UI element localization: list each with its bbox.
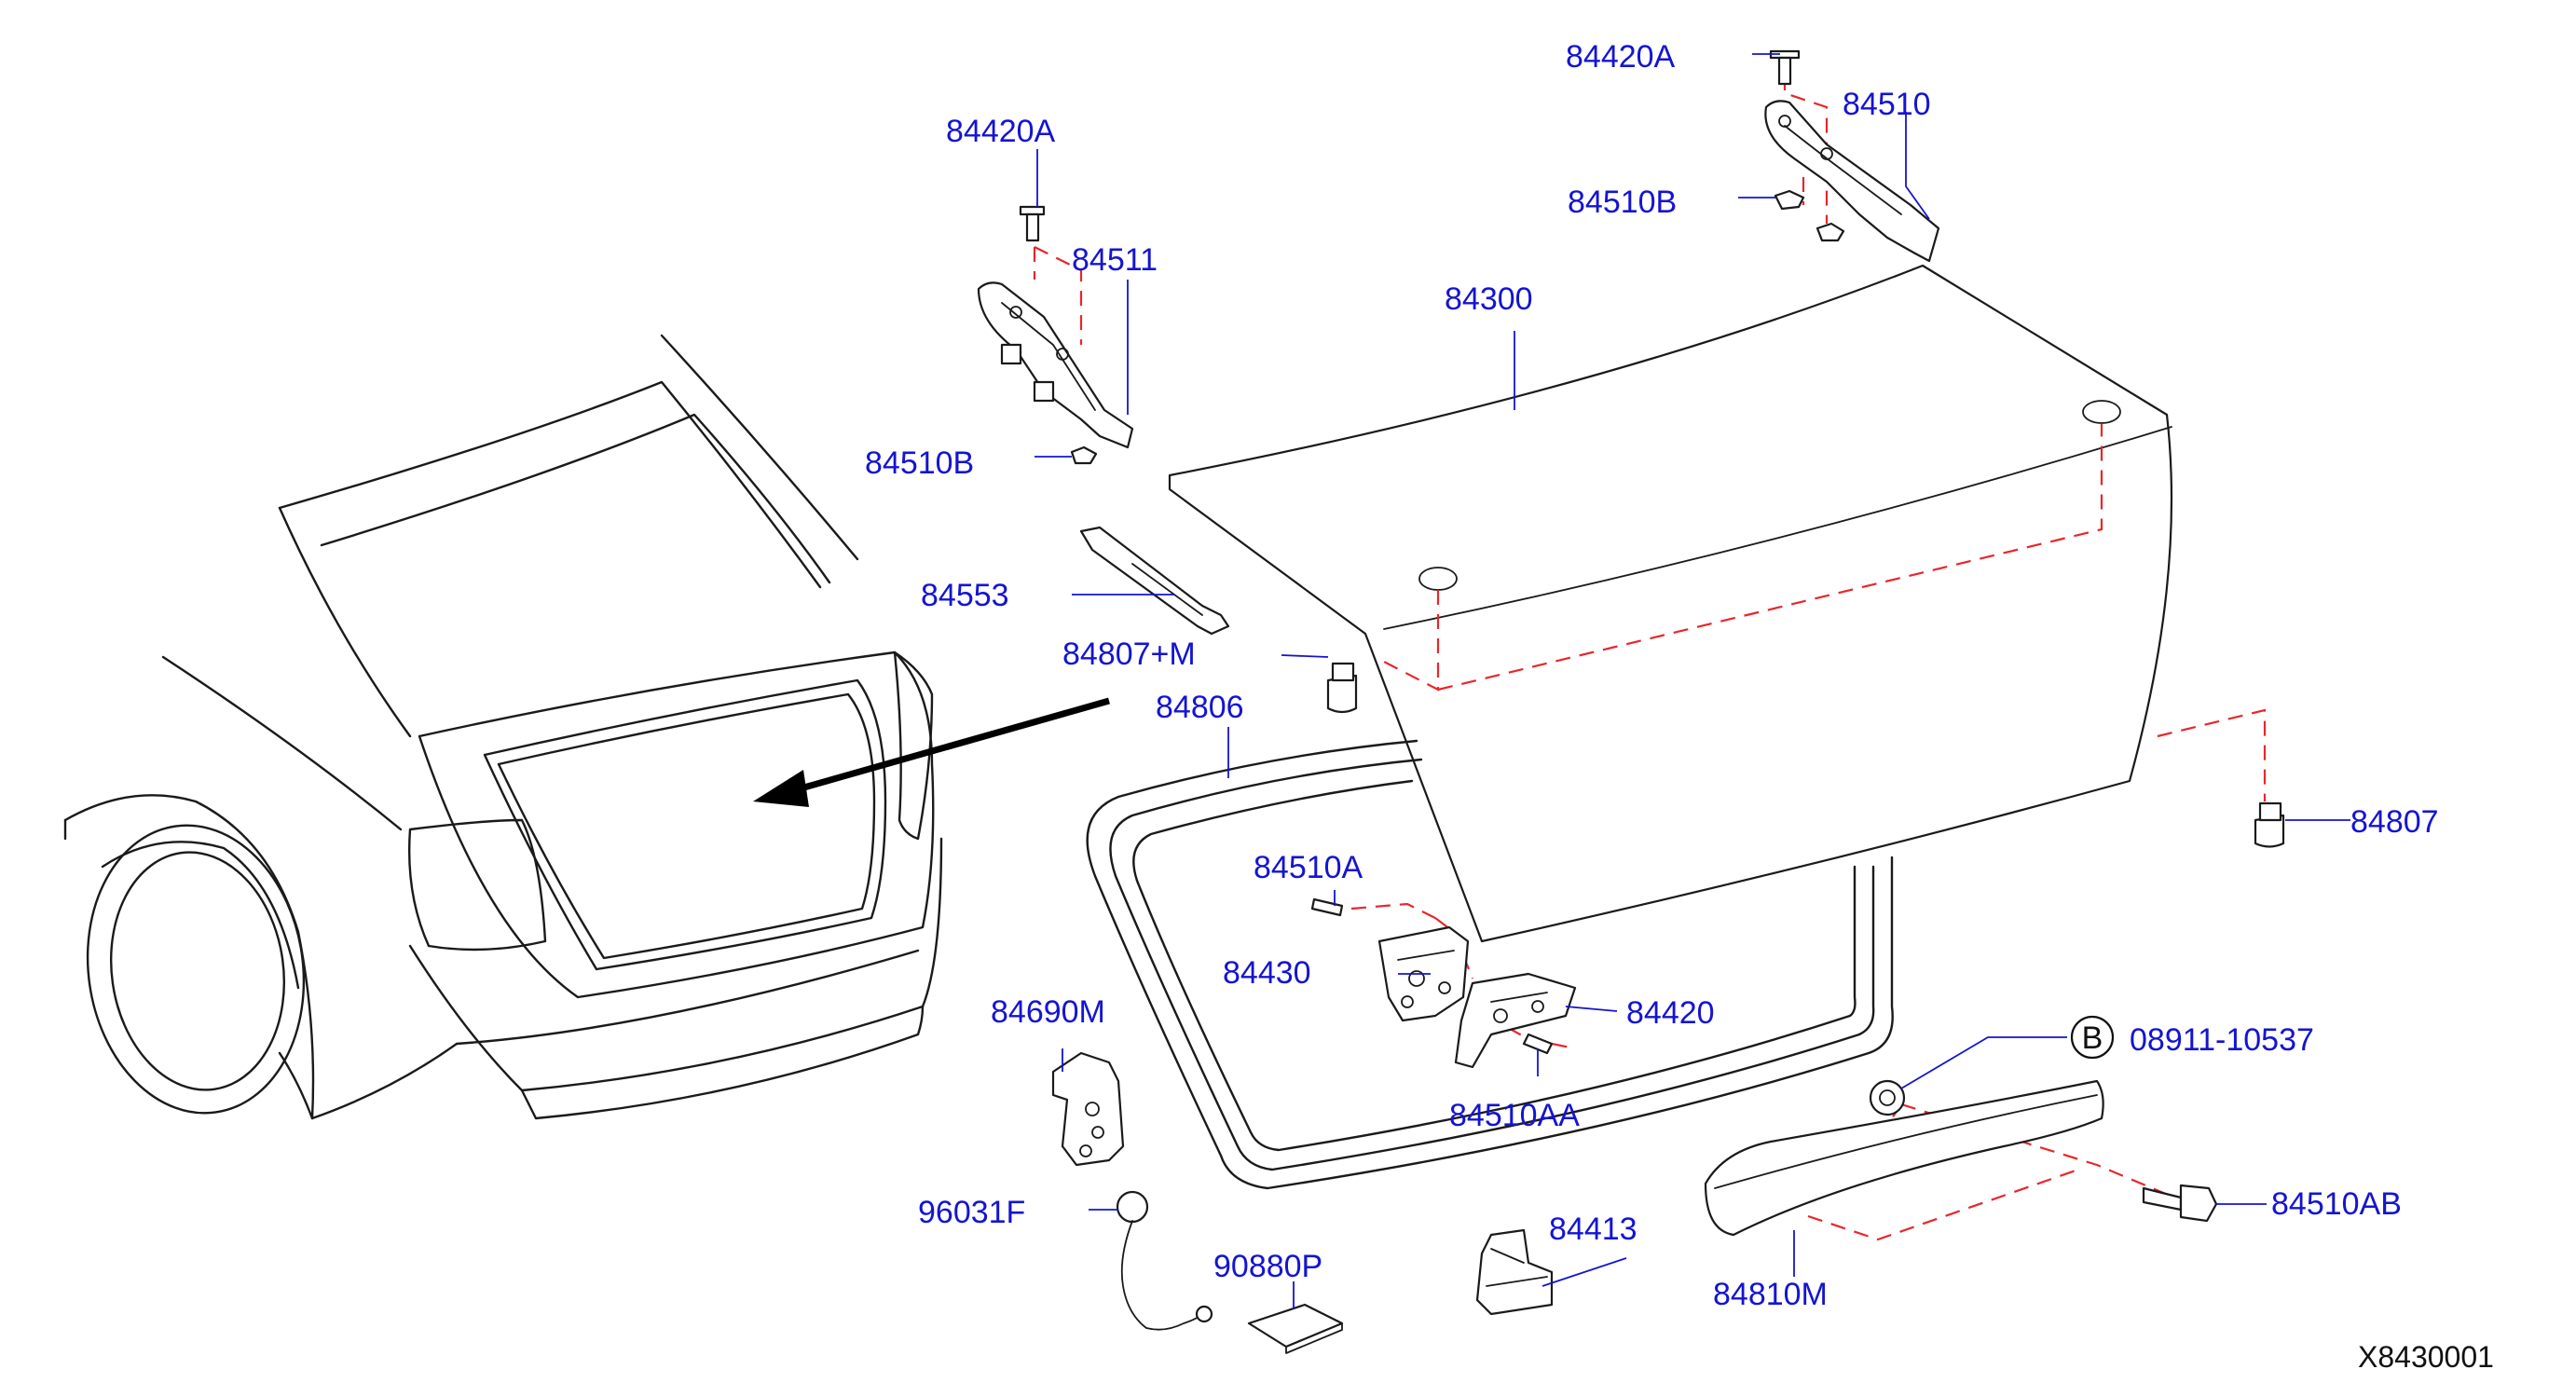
trunk-opener-84690M: [1051, 1051, 1213, 1331]
callout-b-letter: B: [2082, 1020, 2103, 1056]
label-08911-10537: 08911-10537: [2130, 1022, 2314, 1058]
lock-84430: [1310, 897, 1470, 1022]
label-84510AB: 84510AB: [2271, 1186, 2402, 1222]
label-84510B-left: 84510B: [865, 445, 974, 481]
label-84420: 84420: [1626, 995, 1715, 1031]
gas-stay-84553: [1079, 526, 1230, 636]
trunk-lid-84300: [1168, 264, 2173, 943]
label-90880P: 90880P: [1213, 1249, 1322, 1284]
part-labels: 84420A 84510 84510B 84420A 84511 84510B …: [865, 39, 2494, 1374]
leader-lines: [1035, 53, 2350, 1309]
label-96031F: 96031F: [918, 1195, 1025, 1230]
hinge-84510: [1764, 49, 1940, 263]
pad-90880P: [1247, 1303, 1344, 1354]
label-84807M: 84807+M: [1062, 637, 1196, 672]
label-84807: 84807: [2350, 804, 2439, 840]
callout-b: B: [2070, 1015, 2115, 1060]
striker-84420: [1454, 972, 1577, 1069]
label-84510AA: 84510AA: [1449, 1098, 1580, 1133]
label-84553: 84553: [921, 578, 1009, 613]
label-84511: 84511: [1072, 242, 1158, 278]
vehicle-rear-illustration: [63, 334, 1110, 1120]
label-84510A: 84510A: [1254, 850, 1363, 885]
label-84420A-top: 84420A: [1566, 39, 1676, 75]
label-84690M: 84690M: [991, 994, 1105, 1030]
bolt-84510AB: [2142, 1184, 2218, 1223]
hinge-84511: [977, 205, 1134, 465]
label-84806: 84806: [1156, 690, 1244, 725]
label-84430: 84430: [1223, 955, 1311, 991]
weatherstrip-84806: [1086, 739, 1894, 1190]
label-84413: 84413: [1549, 1212, 1637, 1247]
bumper-84807M: [1326, 662, 1358, 714]
diagram-code: X8430001: [2358, 1340, 2494, 1374]
bracket-84413: [1475, 1228, 1554, 1316]
finisher-84810M: [1704, 1079, 2104, 1237]
label-84420A-left: 84420A: [946, 114, 1056, 149]
label-84510: 84510: [1843, 87, 1931, 122]
label-84510B-top: 84510B: [1568, 185, 1677, 220]
label-84810M: 84810M: [1713, 1277, 1828, 1312]
nut-08911-10537: [1869, 1079, 1906, 1116]
label-84300: 84300: [1445, 281, 1533, 317]
bumper-84807: [2254, 801, 2285, 848]
